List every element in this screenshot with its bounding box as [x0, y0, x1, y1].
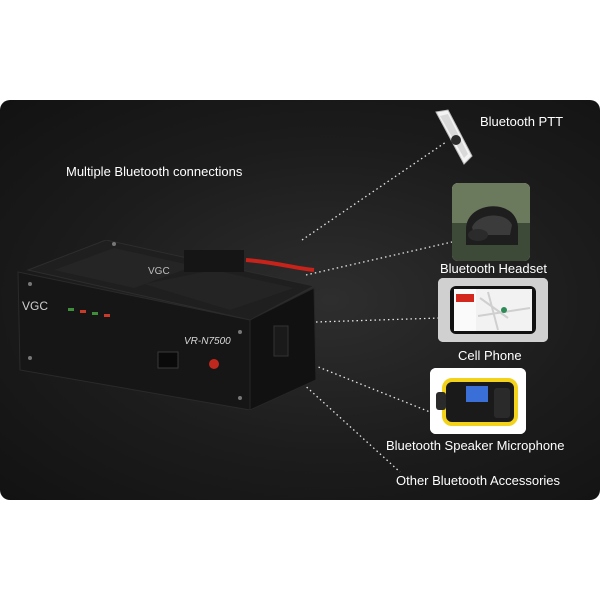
- label-other-bluetooth-accessories: Other Bluetooth Accessories: [396, 473, 561, 488]
- headline: Multiple Bluetooth connections: [66, 164, 243, 179]
- connector-phone: [315, 317, 441, 323]
- connector-headset: [305, 241, 453, 276]
- front-brand-logo: VGC: [22, 299, 48, 313]
- label-bluetooth-headset: Bluetooth Headset: [440, 261, 547, 276]
- connector-lines: [289, 141, 453, 473]
- label-bluetooth-speaker-microphone: Bluetooth Speaker Microphone: [386, 438, 565, 453]
- label-bluetooth-ptt: Bluetooth PTT: [480, 114, 564, 129]
- bluetooth-ptt-icon: [435, 109, 473, 165]
- speaker-microphone-icon: [430, 368, 526, 434]
- status-leds: [68, 308, 110, 317]
- top-brand-logo: VGC: [148, 266, 170, 277]
- connector-ptt: [301, 141, 447, 241]
- helmet-headset-icon: [452, 183, 530, 261]
- cell-phone-icon: [438, 278, 548, 342]
- mobile-radio-device: VGC VGC VR-N7500: [17, 240, 317, 410]
- connector-speaker: [305, 361, 431, 413]
- hero-panel: Multiple Bluetooth connections VGC VGC V…: [0, 100, 600, 500]
- model-label: VR-N7500: [184, 336, 231, 347]
- label-cell-phone: Cell Phone: [458, 348, 522, 363]
